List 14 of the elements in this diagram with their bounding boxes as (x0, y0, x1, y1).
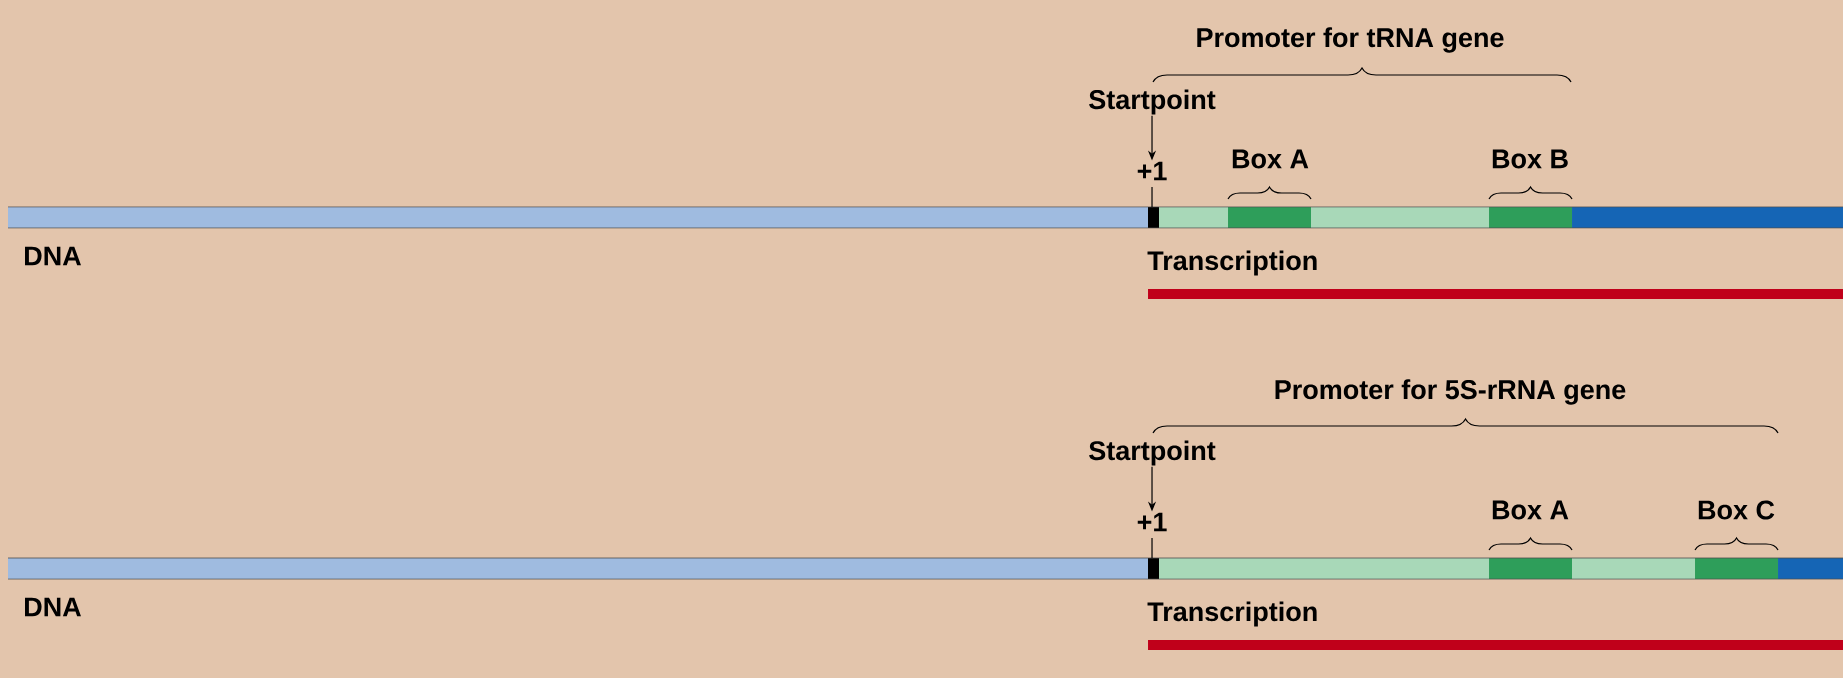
box-label: Box B (1492, 149, 1568, 169)
position-label: +1 (1137, 161, 1167, 181)
box-label: Box A (1492, 500, 1569, 520)
box-label: Box A (1232, 149, 1309, 169)
dna-label: DNA (25, 246, 81, 266)
transcription-label: Transcription (1147, 601, 1317, 627)
promoter-label: Promoter for tRNA gene (1197, 27, 1504, 53)
dna-label: DNA (25, 597, 81, 617)
box-label: Box C (1698, 500, 1775, 520)
promoter-label: Promoter for 5S-rRNA gene (1275, 379, 1626, 405)
startpoint-label: Startpoint (1089, 440, 1216, 466)
startpoint-label: Startpoint (1089, 89, 1216, 115)
transcription-label: Transcription (1147, 250, 1317, 276)
position-label: +1 (1137, 512, 1167, 532)
